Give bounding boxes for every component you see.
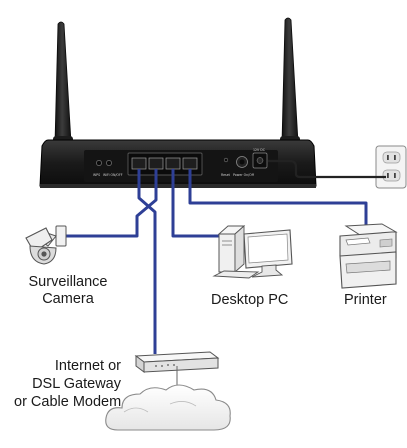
modem-label-line-1: Internet or bbox=[54, 358, 121, 374]
ethernet-cables bbox=[63, 169, 368, 354]
pc-label: Desktop PC bbox=[211, 292, 289, 308]
modem-label: Internet or DSL Gateway or Cable Modem bbox=[14, 357, 121, 411]
cable-pc bbox=[171, 169, 236, 238]
dsl-modem-icon bbox=[134, 351, 220, 373]
cable-modem bbox=[137, 169, 157, 354]
left-antenna-icon bbox=[53, 21, 73, 148]
cloud-icon bbox=[105, 384, 231, 431]
camera-label: Surveillance Camera bbox=[18, 274, 118, 308]
wifi-onoff-mark: WiFi ON/OFF bbox=[103, 173, 123, 177]
modem-label-line-2: DSL Gateway bbox=[32, 376, 121, 392]
printer-icon bbox=[339, 223, 398, 289]
printer-label: Printer bbox=[344, 292, 387, 308]
wps-mark: WPS bbox=[93, 173, 100, 177]
right-antenna-icon bbox=[280, 17, 300, 148]
camera-label-line-1: Surveillance bbox=[28, 274, 108, 290]
lan-port-block bbox=[127, 152, 203, 176]
camera-label-line-2: Camera bbox=[42, 291, 94, 307]
power-outlet-icon bbox=[375, 145, 407, 189]
power-onoff-mark: Power On/Off bbox=[233, 173, 255, 177]
cable-printer bbox=[188, 169, 368, 226]
cable-camera bbox=[63, 169, 158, 238]
dc-in-mark: 12V DC bbox=[253, 148, 266, 152]
modem-label-line-3: or Cable Modem bbox=[14, 394, 122, 410]
power-cord bbox=[268, 159, 386, 179]
router-icon: WPS WiFi ON/OFF Reset Power On/Off 12V D… bbox=[39, 139, 317, 188]
surveillance-camera-icon bbox=[25, 225, 67, 265]
desktop-pc-icon bbox=[212, 224, 293, 279]
reset-mark: Reset bbox=[221, 173, 231, 177]
